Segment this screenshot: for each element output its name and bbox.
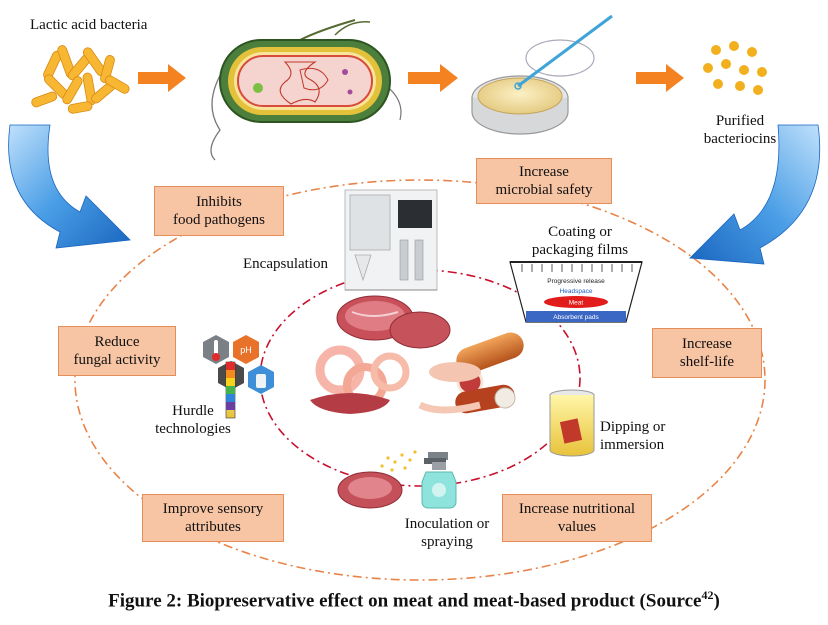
- spray-bottle-icon: [337, 450, 457, 509]
- process-arrow-1: [138, 64, 186, 92]
- petri-dish-icon: [471, 14, 613, 135]
- increase-microbial-safety-box: Increase microbial safety: [476, 158, 612, 204]
- right-curved-arrow: [689, 124, 821, 265]
- improve-sensory-text: Improve sensory attributes: [162, 501, 264, 535]
- purified-bacteriocins-label: Purified bacteriocins: [703, 113, 777, 147]
- reduce-fungal-activity-text: Reduce fungal activity: [73, 334, 161, 368]
- improve-sensory-box: Improve sensory attributes: [142, 494, 284, 542]
- dipping-jar-icon: [549, 389, 595, 457]
- bacterium-cell-icon: [210, 19, 402, 161]
- film-headspace: Headspace: [560, 288, 593, 295]
- increase-shelf-life-box: Increase shelf-life: [652, 328, 762, 378]
- encapsulation-machine-icon: [344, 189, 438, 291]
- caption-close: ): [713, 590, 720, 612]
- increase-nutritional-box: Increase nutritional values: [502, 494, 652, 542]
- outer-cycle-ellipse: [74, 179, 766, 581]
- meat-products-icon: [310, 295, 524, 414]
- film-meat: Meat: [569, 300, 584, 307]
- dipping-label: Dipping or immersion: [600, 419, 666, 453]
- ph-label: pH: [240, 345, 252, 355]
- inhibits-food-pathogens-box: Inhibits food pathogens: [154, 186, 284, 236]
- caption-ref: 42: [701, 588, 714, 602]
- packaging-film-diagram: Progressive release Headspace Meat Absor…: [509, 261, 643, 323]
- process-arrow-2: [408, 64, 458, 92]
- hurdle-technologies-label: Hurdle technologies: [155, 403, 231, 437]
- encapsulation-label: Encapsulation: [243, 256, 328, 272]
- lactic-acid-bacteria-icon: [31, 45, 130, 114]
- process-arrow-3: [636, 64, 684, 92]
- reduce-fungal-activity-box: Reduce fungal activity: [58, 326, 176, 376]
- increase-nutritional-text: Increase nutritional values: [518, 501, 636, 535]
- lactic-acid-bacteria-label: Lactic acid bacteria: [30, 17, 148, 33]
- increase-shelf-life-text: Increase shelf-life: [679, 336, 735, 370]
- coating-label: Coating or packaging films: [531, 224, 629, 258]
- inoculation-label: Inoculation or spraying: [404, 516, 490, 550]
- increase-microbial-safety-text: Increase microbial safety: [495, 164, 593, 198]
- film-absorbent-pads: Absorbent pads: [553, 314, 599, 321]
- film-progressive-release: Progressive release: [547, 278, 605, 285]
- inhibits-food-pathogens-text: Inhibits food pathogens: [172, 194, 266, 228]
- caption-text: Figure 2: Biopreservative effect on meat…: [108, 590, 702, 612]
- left-curved-arrow: [8, 124, 131, 249]
- bacteriocins-icon: [703, 41, 767, 95]
- figure-caption: Figure 2: Biopreservative effect on meat…: [0, 588, 828, 612]
- hurdle-technologies-icon: pH: [203, 335, 274, 419]
